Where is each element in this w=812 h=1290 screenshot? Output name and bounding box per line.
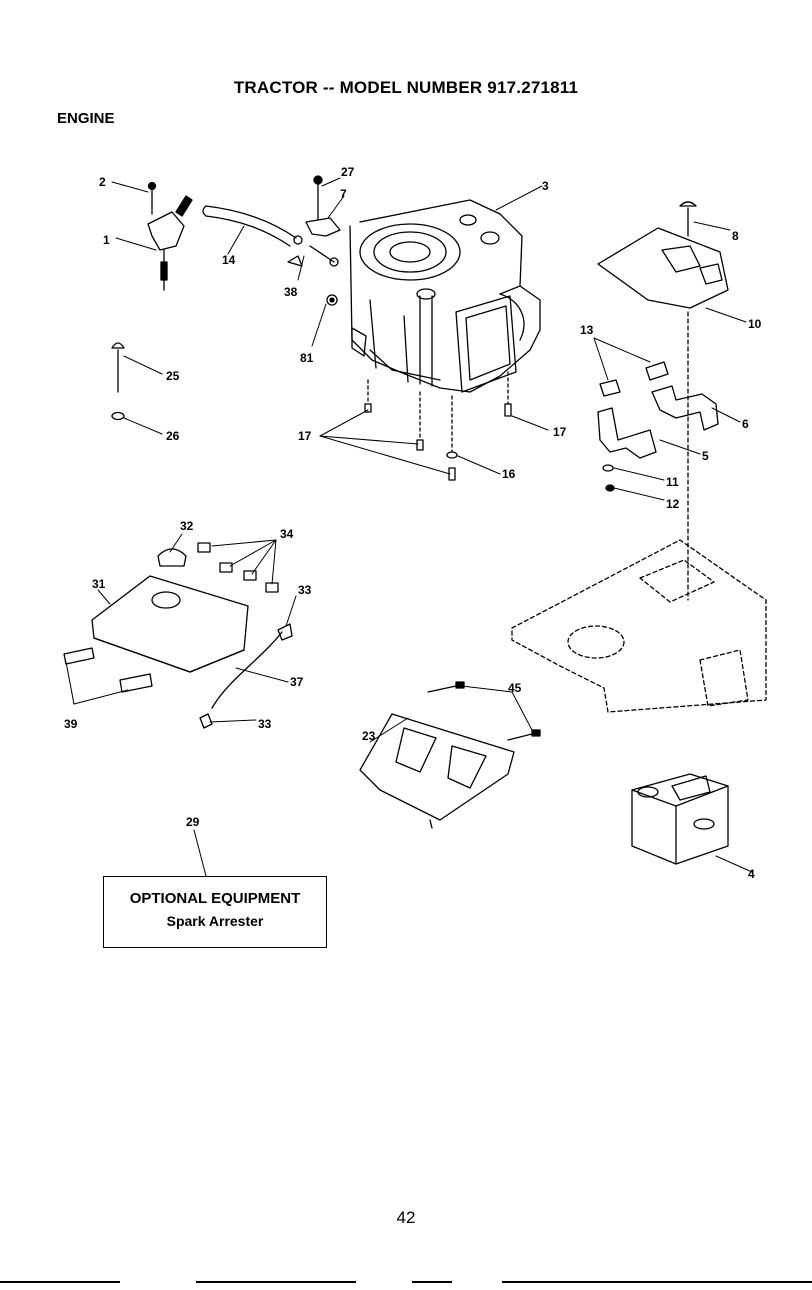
mounting-bolts-part xyxy=(365,372,511,480)
footer-rule-3 xyxy=(412,1281,452,1283)
leader-lines xyxy=(66,178,752,876)
callout-12: 12 xyxy=(666,497,680,511)
callout-39: 39 xyxy=(64,717,78,731)
page-number: 42 xyxy=(0,1208,812,1228)
callout-14: 14 xyxy=(222,253,236,267)
callout-16: 16 xyxy=(502,467,516,481)
callout-33: 33 xyxy=(298,583,312,597)
callout-3: 3 xyxy=(542,179,549,193)
footer-rule-4 xyxy=(502,1281,812,1283)
spark-arrester-label: Spark Arrester xyxy=(104,913,326,929)
callout-38: 38 xyxy=(284,285,298,299)
bolt-25-part xyxy=(112,343,124,420)
heat-shield-part xyxy=(598,202,728,600)
exhaust-pipes-part xyxy=(598,362,718,491)
callout-27: 27 xyxy=(341,165,355,179)
callout-5: 5 xyxy=(702,449,709,463)
callout-34: 34 xyxy=(280,527,294,541)
throttle-control-part xyxy=(148,183,192,291)
callout-31: 31 xyxy=(92,577,106,591)
optional-equipment-box: OPTIONAL EQUIPMENT Spark Arrester xyxy=(103,876,327,948)
callout-33-lower: 33 xyxy=(258,717,272,731)
callout-6: 6 xyxy=(742,417,749,431)
callout-32: 32 xyxy=(180,519,194,533)
frame-plate-part xyxy=(512,540,766,712)
muffler-part xyxy=(632,774,728,864)
callout-81: 81 xyxy=(300,351,314,365)
callout-23: 23 xyxy=(362,729,376,743)
bracket-part xyxy=(360,682,540,828)
callout-29: 29 xyxy=(186,815,200,829)
callout-8: 8 xyxy=(732,229,739,243)
callout-7: 7 xyxy=(340,187,347,201)
callout-2: 2 xyxy=(99,175,106,189)
callout-17-group: 17 xyxy=(298,429,312,443)
air-cleaner-part xyxy=(64,543,292,728)
callout-17: 17 xyxy=(553,425,567,439)
callout-1: 1 xyxy=(103,233,110,247)
callout-11: 11 xyxy=(666,475,679,489)
footer-rule-2 xyxy=(196,1281,356,1283)
engine-assembly-part xyxy=(327,200,540,392)
callout-4: 4 xyxy=(748,867,755,881)
callout-26: 26 xyxy=(166,429,180,443)
footer-rule-1 xyxy=(0,1281,120,1283)
optional-equipment-heading: OPTIONAL EQUIPMENT xyxy=(104,890,326,907)
callout-13: 13 xyxy=(580,323,594,337)
callout-37: 37 xyxy=(290,675,304,689)
callout-45: 45 xyxy=(508,681,522,695)
callout-10: 10 xyxy=(748,317,762,331)
callout-25: 25 xyxy=(166,369,180,383)
